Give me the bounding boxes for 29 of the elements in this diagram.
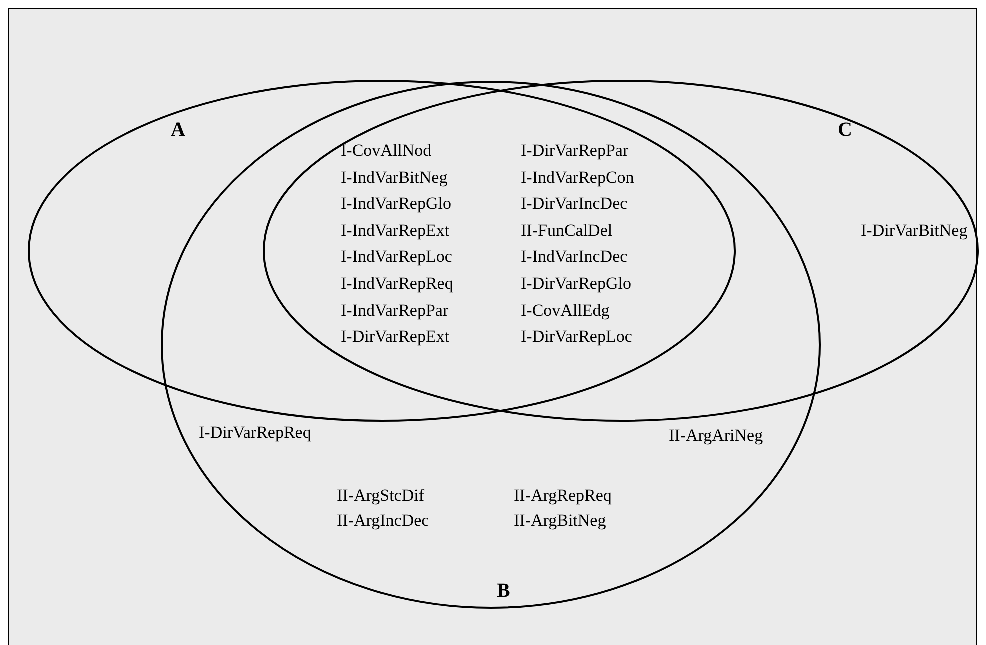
set-member-label: I-CovAllEdg bbox=[521, 302, 610, 319]
set-member-label: I-IndVarRepReq bbox=[341, 275, 454, 292]
set-name: B bbox=[497, 581, 510, 601]
set-member-label: I-DirVarIncDec bbox=[521, 195, 628, 212]
set-member-label: II-ArgIncDec bbox=[337, 512, 430, 529]
set-member-label: I-IndVarRepGlo bbox=[341, 195, 452, 212]
set-member-label: I-IndVarBitNeg bbox=[341, 168, 448, 186]
set-ellipse bbox=[161, 81, 821, 609]
set-member-label: I-DirVarRepGlo bbox=[521, 275, 632, 292]
set-name: A bbox=[171, 120, 186, 140]
set-name: C bbox=[838, 120, 852, 140]
set-member-label: I-DirVarRepLoc bbox=[521, 328, 632, 346]
set-member-label: I-CovAllNod bbox=[341, 142, 432, 159]
set-member-label: I-DirVarRepExt bbox=[341, 328, 450, 346]
set-member-label: I-IndVarRepExt bbox=[341, 222, 450, 239]
set-member-label: I-DirVarRepPar bbox=[521, 142, 629, 159]
set-member-label: I-IndVarRepPar bbox=[341, 302, 449, 319]
set-ellipse bbox=[263, 80, 979, 422]
set-member-label: II-ArgRepReq bbox=[514, 487, 612, 504]
set-member-label: I-DirVarRepReq bbox=[199, 424, 312, 441]
set-member-label: II-FunCalDel bbox=[521, 222, 613, 239]
set-ellipse bbox=[28, 80, 736, 422]
set-member-label: II-ArgBitNeg bbox=[514, 512, 606, 529]
set-member-label: I-IndVarRepCon bbox=[521, 168, 634, 186]
set-member-label: II-ArgStcDif bbox=[337, 487, 424, 504]
set-member-label: I-IndVarRepLoc bbox=[341, 248, 452, 266]
set-member-label: II-ArgAriNeg bbox=[669, 427, 764, 444]
set-member-label: I-DirVarBitNeg bbox=[861, 222, 968, 239]
set-member-label: I-IndVarIncDec bbox=[521, 248, 628, 266]
